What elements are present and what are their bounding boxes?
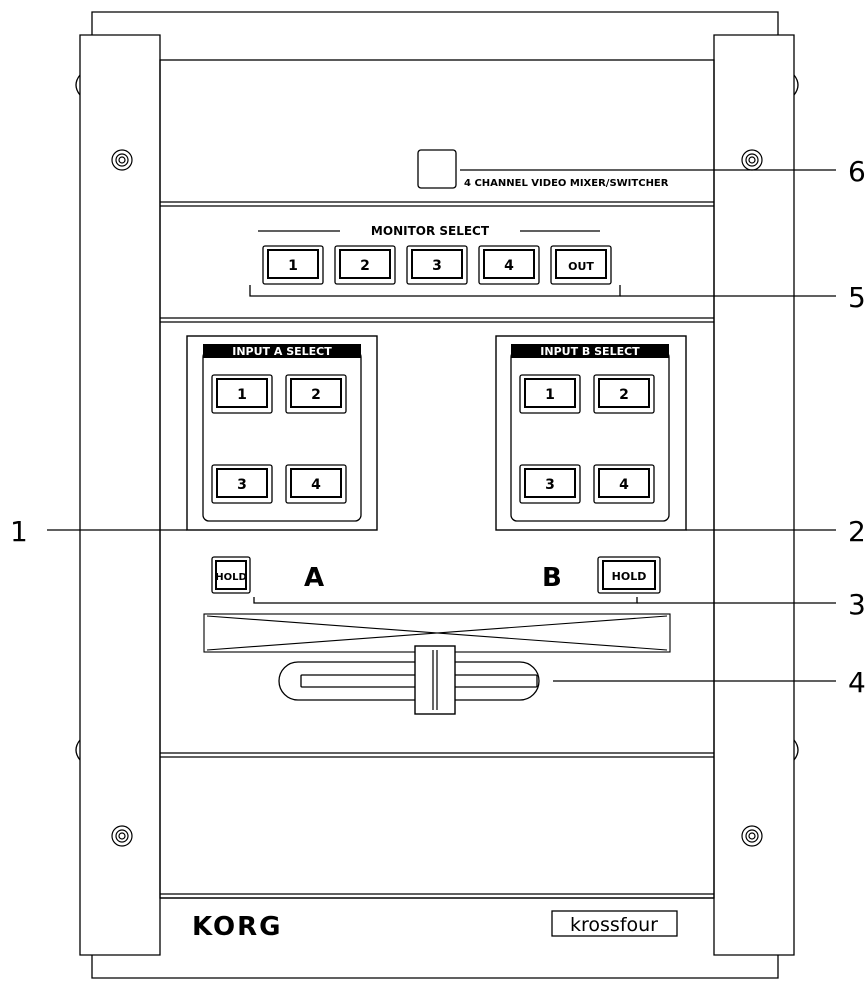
input-a-button-4[interactable]: 4 (285, 464, 347, 504)
input-a-button-4-label: 4 (311, 477, 321, 493)
input-a-button-3-label: 3 (237, 477, 247, 493)
callout-4: 4 (848, 666, 866, 699)
model-text: 4 CHANNEL VIDEO MIXER/SWITCHER (464, 178, 669, 189)
screw-icon (741, 149, 763, 171)
brand-logo: KORG (192, 912, 282, 942)
input-a-button-1[interactable]: 1 (211, 374, 273, 414)
power-indicator[interactable] (417, 149, 457, 189)
input-b-button-1-label: 1 (545, 387, 555, 403)
hold-a-label: HOLD (215, 572, 247, 583)
channel-b-letter: B (542, 563, 562, 593)
monitor-select-group: MONITOR SELECT (249, 224, 836, 297)
input-a-button-1-label: 1 (237, 387, 247, 403)
input-b-button-1[interactable]: 1 (519, 374, 581, 414)
monitor-button-2-label: 2 (360, 258, 370, 274)
callout-1: 1 (10, 515, 28, 548)
input-a-title: INPUT A SELECT (232, 345, 332, 358)
screw-icon (111, 149, 133, 171)
product-name: krossfour (570, 914, 658, 936)
callout-2: 2 (848, 515, 866, 548)
input-b-button-4-label: 4 (619, 477, 629, 493)
monitor-button-2[interactable]: 2 (334, 245, 396, 285)
input-b-button-4[interactable]: 4 (593, 464, 655, 504)
fader-track (278, 661, 540, 701)
hold-b-label: HOLD (612, 570, 647, 583)
input-b-button-2[interactable]: 2 (593, 374, 655, 414)
hold-a-button[interactable]: HOLD (211, 556, 251, 594)
chassis-outline (75, 11, 799, 979)
monitor-button-out-label: OUT (568, 260, 594, 273)
input-a-button-3[interactable]: 3 (211, 464, 273, 504)
monitor-select-title: MONITOR SELECT (371, 224, 490, 238)
input-b-button-2-label: 2 (619, 387, 629, 403)
input-a-button-2[interactable]: 2 (285, 374, 347, 414)
monitor-button-1[interactable]: 1 (262, 245, 324, 285)
callout-5: 5 (848, 281, 866, 314)
screws (111, 149, 763, 847)
input-a-buttons: 1 2 3 4 (211, 374, 347, 504)
tbar-fader-handle[interactable] (414, 645, 456, 715)
monitor-button-3[interactable]: 3 (406, 245, 468, 285)
input-b-button-3-label: 3 (545, 477, 555, 493)
screw-icon (111, 825, 133, 847)
monitor-button-4-label: 4 (504, 258, 514, 274)
input-b-buttons: 1 2 3 4 (519, 374, 655, 504)
input-a-button-2-label: 2 (311, 387, 321, 403)
callout-3: 3 (848, 588, 866, 621)
input-b-title: INPUT B SELECT (540, 345, 640, 358)
monitor-button-out[interactable]: OUT (550, 245, 612, 285)
hold-b-button[interactable]: HOLD (597, 556, 661, 594)
channel-a-letter: A (304, 563, 324, 593)
monitor-button-3-label: 3 (432, 258, 442, 274)
monitor-button-1-label: 1 (288, 258, 298, 274)
monitor-button-4[interactable]: 4 (478, 245, 540, 285)
monitor-buttons: 1 2 3 4 OUT (262, 245, 612, 285)
screw-icon (741, 825, 763, 847)
input-b-button-3[interactable]: 3 (519, 464, 581, 504)
callout-6: 6 (848, 155, 866, 188)
input-b-panel: INPUT B SELECT (495, 335, 687, 531)
input-a-panel: INPUT A SELECT (186, 335, 378, 531)
